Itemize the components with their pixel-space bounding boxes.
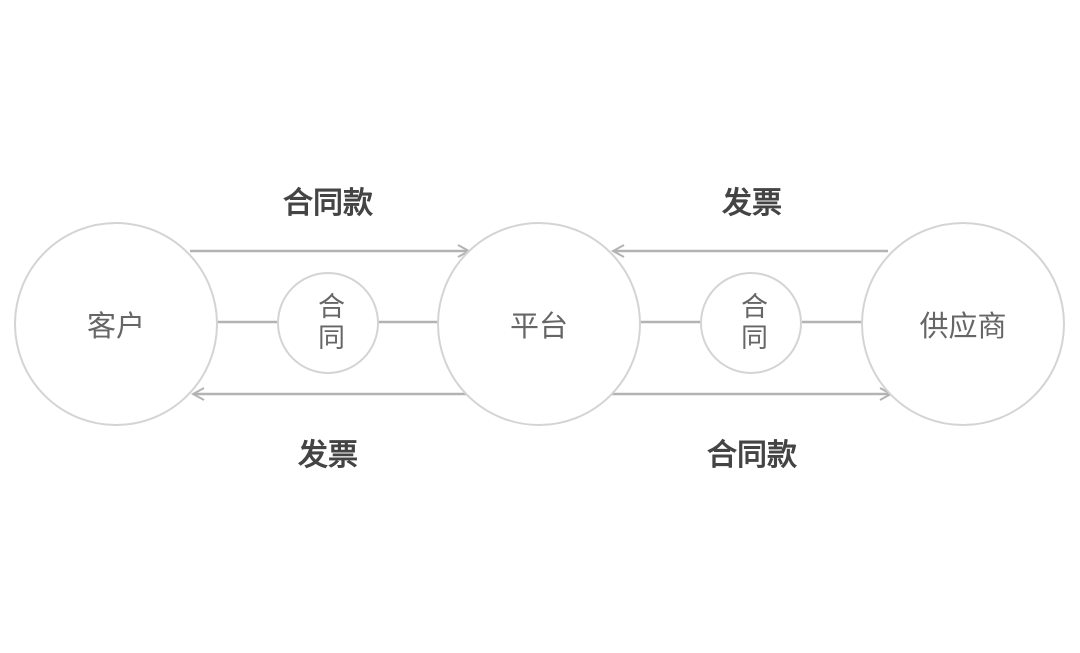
node-contract-left-label: 合同: [313, 292, 344, 354]
label-platform-to-supplier: 合同款: [707, 438, 797, 473]
label-customer-to-platform: 合同款: [283, 186, 373, 221]
node-contract-right-label: 合同: [736, 292, 767, 354]
label-supplier-to-platform: 发票: [722, 186, 782, 221]
node-customer-label: 客户: [86, 309, 145, 343]
node-supplier: 供应商: [861, 222, 1065, 426]
label-platform-to-customer: 发票: [298, 438, 358, 473]
node-platform: 平台: [437, 222, 641, 426]
node-contract-left: 合同: [277, 272, 379, 374]
node-supplier-label: 供应商: [919, 309, 1007, 343]
node-platform-label: 平台: [509, 309, 568, 343]
node-customer: 客户: [14, 222, 218, 426]
node-contract-right: 合同: [700, 272, 802, 374]
